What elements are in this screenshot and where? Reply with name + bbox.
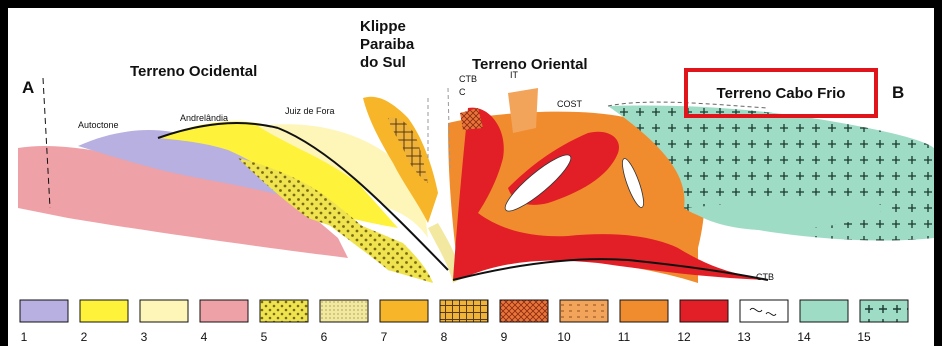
label-klippe-line2: Paraiba (360, 36, 414, 53)
figure-frame: A B Terreno Ocidental Klippe Paraiba do … (8, 8, 934, 346)
legend-swatch-13 (740, 300, 788, 322)
legend-swatch-11 (620, 300, 668, 322)
legend-swatch-8 (440, 300, 488, 322)
legend-number-7: 7 (372, 330, 396, 344)
legend-number-15: 15 (852, 330, 876, 344)
legend (20, 300, 908, 322)
legend-number-10: 10 (552, 330, 576, 344)
label-cost: COST (557, 99, 582, 109)
legend-swatch-4 (200, 300, 248, 322)
unit-10-top (508, 88, 538, 133)
legend-number-11: 11 (612, 330, 636, 344)
label-ctb-top: CTB (459, 74, 477, 84)
label-autoctone: Autoctone (78, 120, 119, 130)
legend-swatch-6 (320, 300, 368, 322)
label-it: IT (510, 70, 518, 80)
legend-swatch-9 (500, 300, 548, 322)
legend-number-4: 4 (192, 330, 216, 344)
legend-number-8: 8 (432, 330, 456, 344)
label-terreno-cabo-frio: Terreno Cabo Frio (717, 85, 846, 102)
label-b: B (892, 83, 904, 103)
highlight-box-cabo-frio: Terreno Cabo Frio (684, 68, 878, 118)
legend-swatch-12 (680, 300, 728, 322)
label-andrelandia: Andrelândia (180, 113, 228, 123)
legend-number-12: 12 (672, 330, 696, 344)
legend-swatch-1 (20, 300, 68, 322)
legend-swatch-7 (380, 300, 428, 322)
legend-swatch-2 (80, 300, 128, 322)
legend-number-14: 14 (792, 330, 816, 344)
legend-swatch-5 (260, 300, 308, 322)
cross-section-drawing (8, 8, 934, 346)
legend-swatch-10 (560, 300, 608, 322)
legend-number-13: 13 (732, 330, 756, 344)
legend-swatch-3 (140, 300, 188, 322)
label-juiz-de-fora: Juiz de Fora (285, 106, 335, 116)
legend-number-3: 3 (132, 330, 156, 344)
legend-number-1: 1 (12, 330, 36, 344)
legend-swatch-14 (800, 300, 848, 322)
legend-number-9: 9 (492, 330, 516, 344)
legend-number-2: 2 (72, 330, 96, 344)
label-terreno-oriental: Terreno Oriental (472, 56, 588, 73)
legend-number-6: 6 (312, 330, 336, 344)
legend-number-5: 5 (252, 330, 276, 344)
label-ctb-bottom: CTB (756, 272, 774, 282)
label-klippe-line1: Klippe (360, 18, 406, 35)
label-a: A (22, 78, 34, 98)
label-terreno-ocidental: Terreno Ocidental (130, 63, 257, 80)
label-klippe-line3: do Sul (360, 54, 406, 71)
legend-swatch-15 (860, 300, 908, 322)
label-c: C (459, 87, 466, 97)
